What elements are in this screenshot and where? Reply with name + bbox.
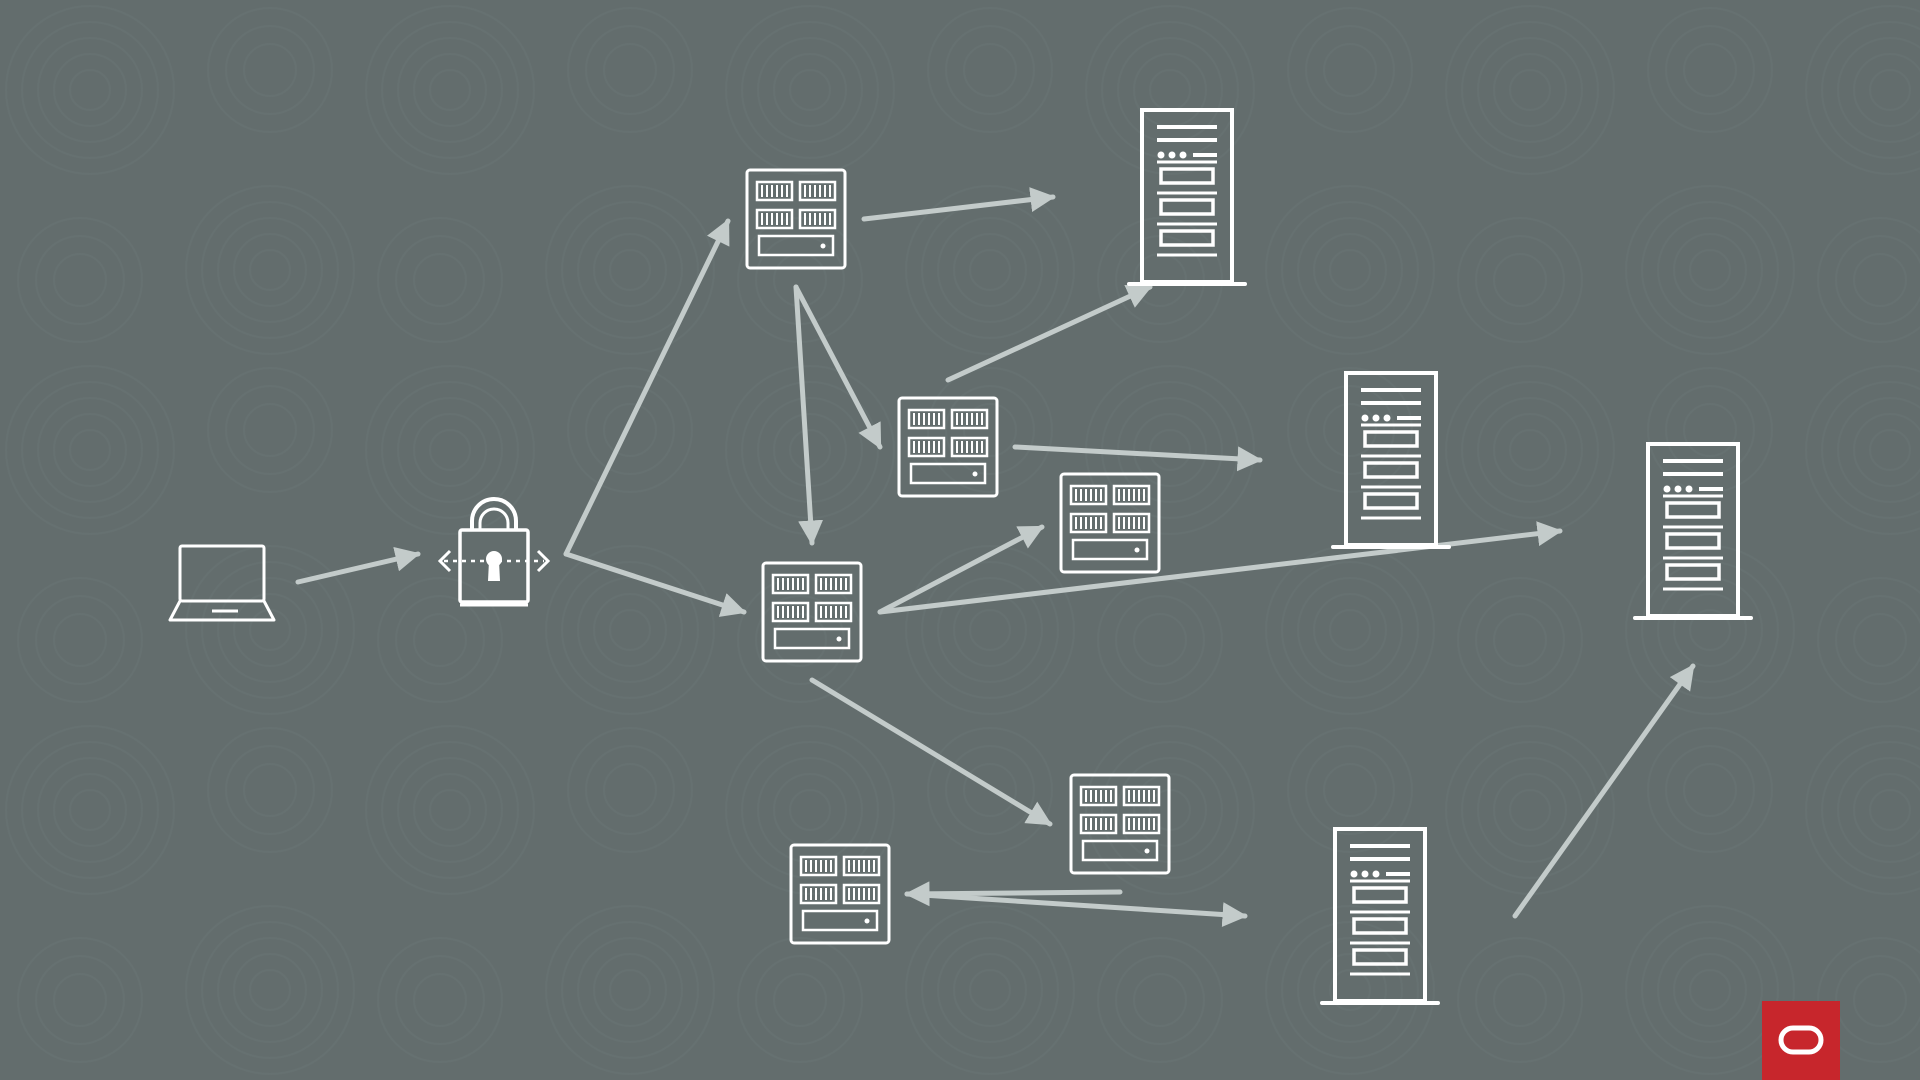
- oracle-logo-icon: [1762, 1001, 1840, 1080]
